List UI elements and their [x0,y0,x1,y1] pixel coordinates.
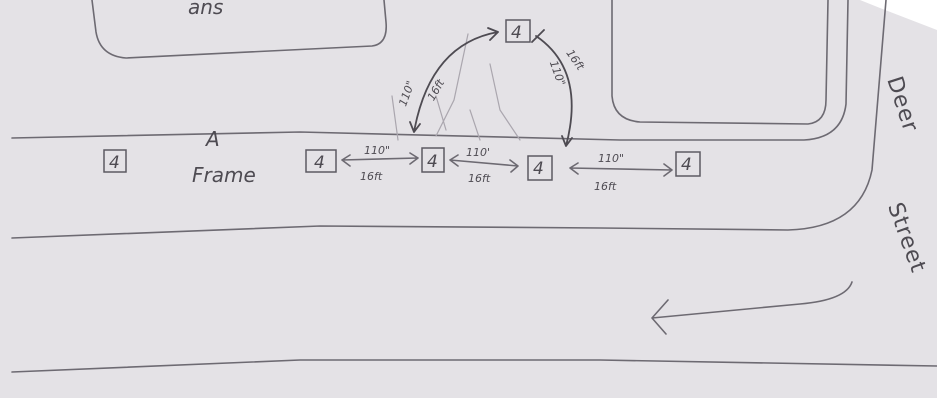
arc-right-length: 110" [547,59,568,88]
arc-left-length: 110" [396,79,417,108]
svg-text:4: 4 [109,153,120,173]
sidewalk-line [12,360,937,372]
span-2-height: 16ft [468,172,491,185]
road-lower-edge [12,0,886,238]
node-e: 4 [676,152,700,176]
paper-corner [860,0,937,30]
span-2-length: 110' [466,146,490,159]
a-frame-label-line1: A [204,127,220,151]
svg-text:4: 4 [427,152,438,172]
node-a: 4 [104,150,126,173]
span-1-height: 16ft [360,170,383,183]
arc-right-arrow [532,30,572,146]
building-outline-right [612,0,828,124]
svg-text:4: 4 [681,155,692,175]
span-3-length: 110" [598,152,624,165]
svg-text:4: 4 [533,159,544,179]
road-upper-edge [12,0,848,140]
street-label-line1: Deer [881,73,922,135]
svg-text:4: 4 [314,153,325,173]
a-frame-label-line2: Frame [192,163,256,187]
node-d: 4 [528,156,552,180]
span-1-length: 110" [364,144,390,157]
arc-left-height: 16ft [425,77,448,103]
building-outline-left [92,0,386,58]
svg-text:4: 4 [511,23,522,43]
arc-left-arrow [410,28,498,132]
arc-right-height: 16ft [563,47,587,73]
traffic-direction-arrow [652,282,852,334]
street-label-line2: Street [882,199,930,276]
span-3-height: 16ft [594,180,617,193]
node-top: 4 [506,20,530,43]
node-b: 4 [306,150,336,173]
partial-top-text: ans [188,0,223,19]
node-c: 4 [422,148,444,172]
